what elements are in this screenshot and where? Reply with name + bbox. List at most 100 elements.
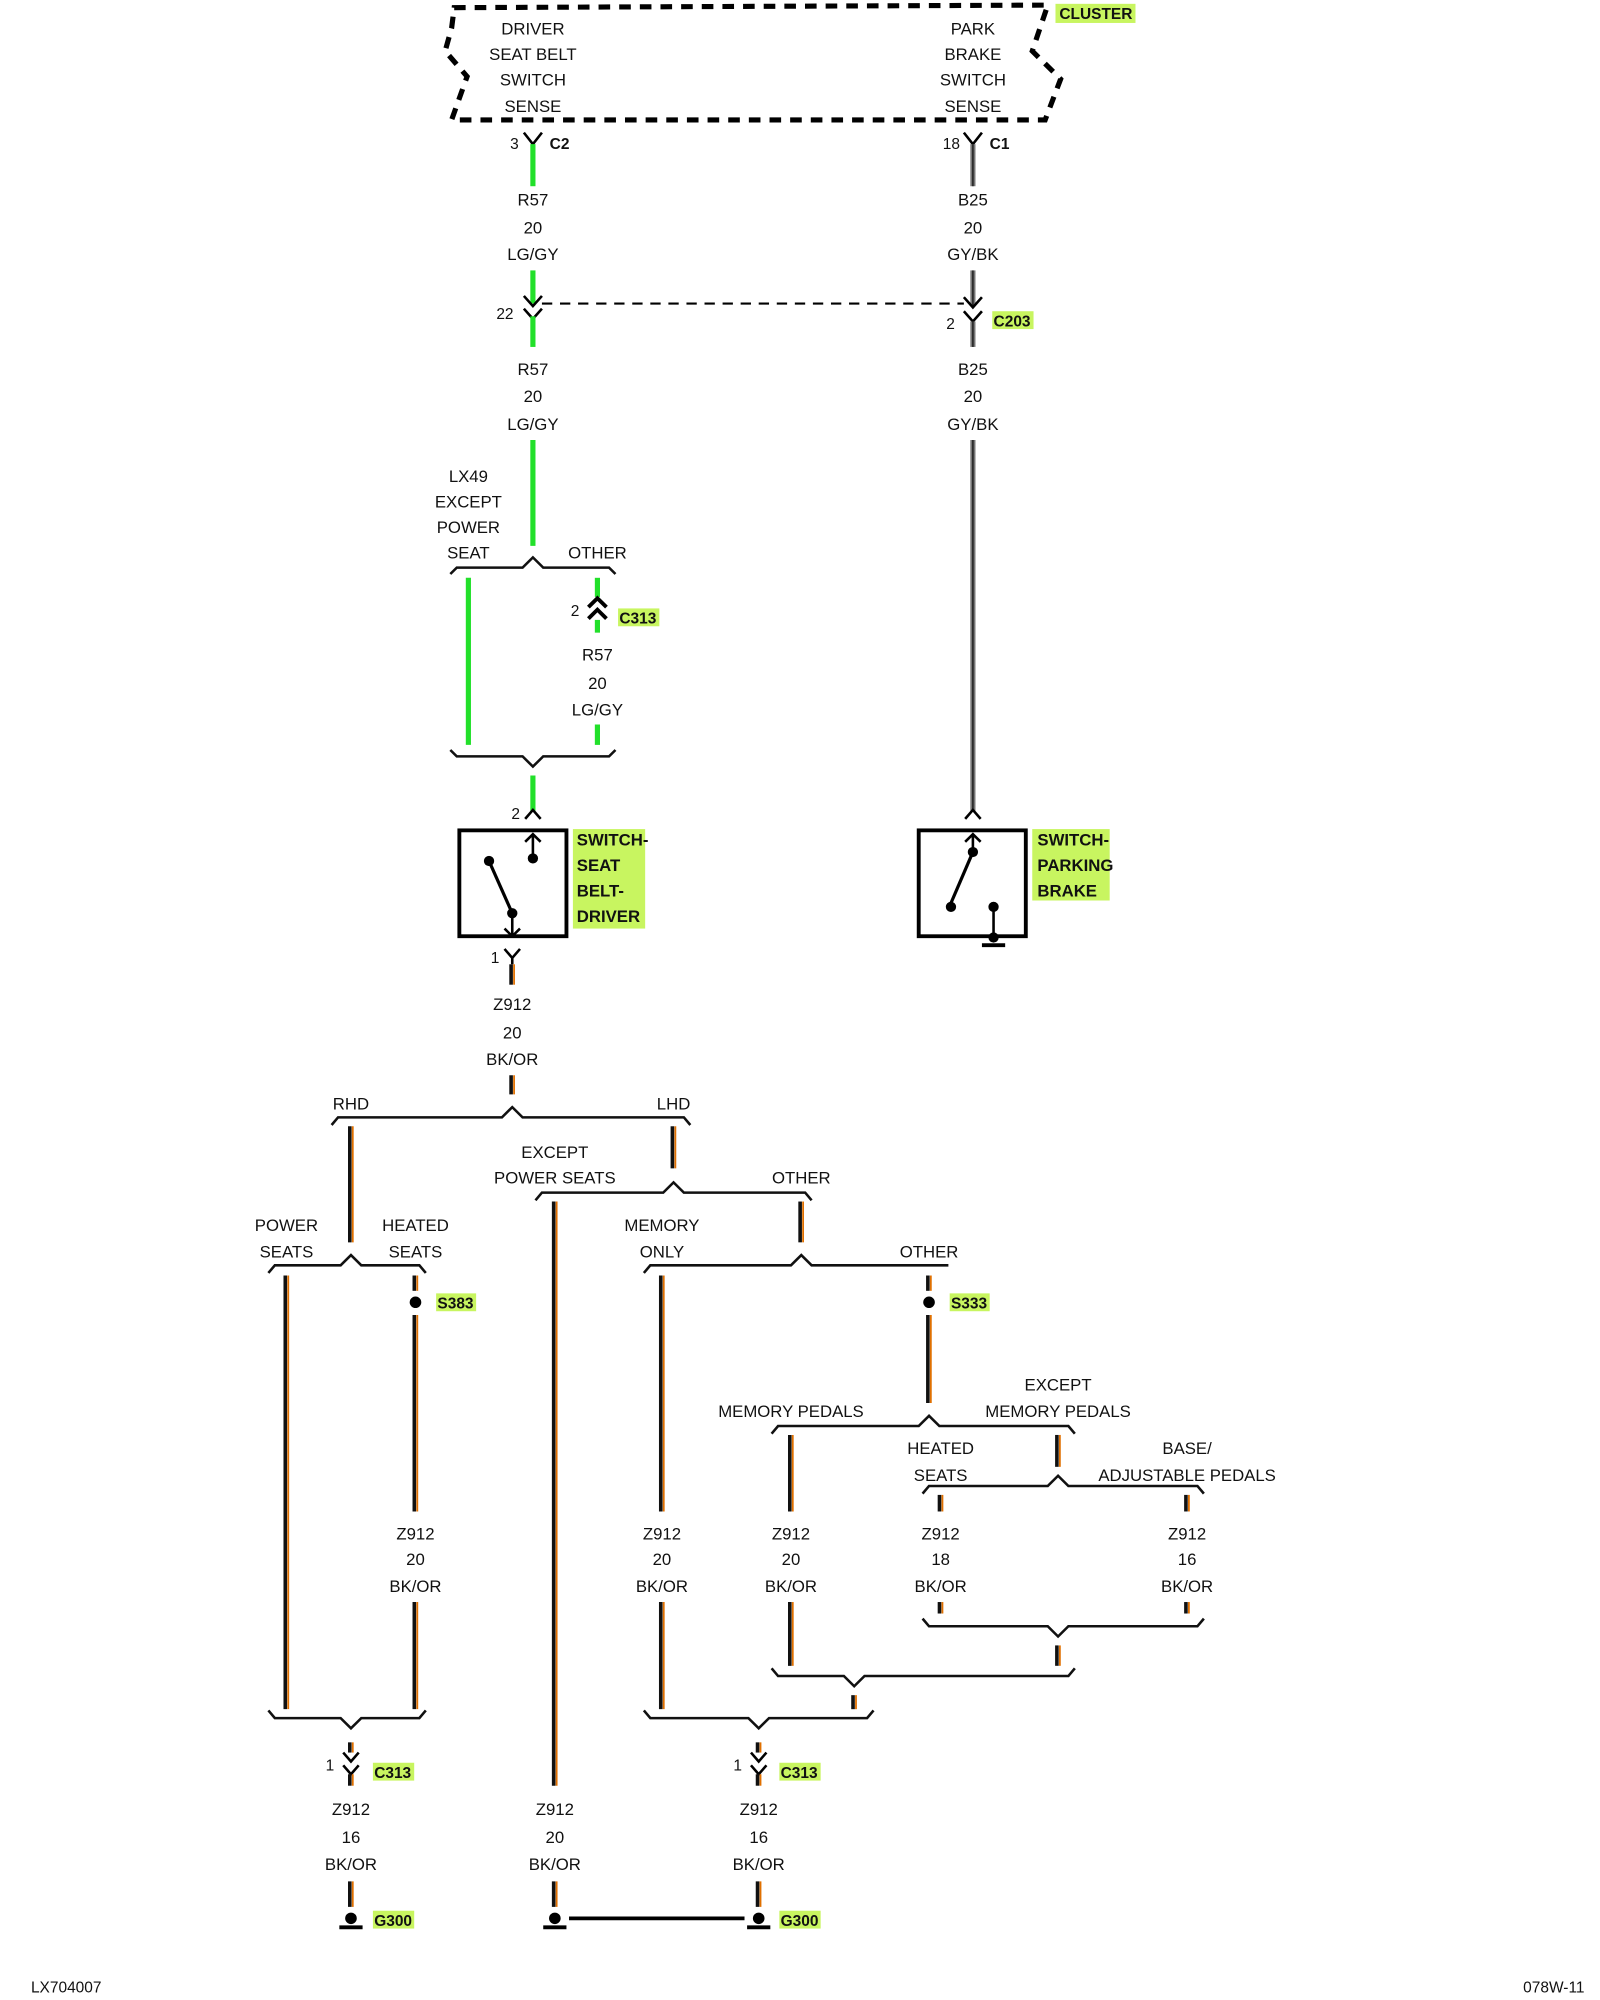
branch-label-lhd: LHD xyxy=(657,1095,691,1114)
switch-seat-belt-label: SWITCH- xyxy=(577,831,649,850)
wire-label-gauge: 20 xyxy=(588,674,607,693)
switch-parking-label: PARKING xyxy=(1037,856,1113,875)
ground-icon xyxy=(345,1912,357,1925)
switch-seat-belt-label: DRIVER xyxy=(577,907,640,926)
branch-label: SEATS xyxy=(914,1466,968,1485)
wire-label-gauge: 20 xyxy=(524,219,543,238)
s333-highlight xyxy=(949,1293,990,1312)
brace-rhd-lhd xyxy=(330,1105,692,1126)
wire-label-gauge: 20 xyxy=(653,1550,672,1569)
switch-seat-belt-label: BELT- xyxy=(577,882,624,901)
wire-label-circuit: Z912 xyxy=(1168,1525,1206,1544)
connector-c313-left-icon xyxy=(342,1751,360,1777)
wire-label-color: LG/GY xyxy=(572,701,623,720)
cluster-left-line2: SEAT BELT xyxy=(489,45,577,64)
ground-icon xyxy=(549,1912,561,1925)
ground-g300-right-label: G300 xyxy=(781,1913,819,1930)
splice-s333-label: S333 xyxy=(951,1296,987,1313)
switch-blade-icon xyxy=(949,851,975,904)
switch-parking-label: SWITCH- xyxy=(1037,831,1109,850)
park-brake-circuit: 18 C1 B25 20 GY/BK 2 C203 B25 20 GY/BK xyxy=(916,131,1114,948)
ground-dot-icon xyxy=(988,932,999,943)
branch-label-other: OTHER xyxy=(568,544,627,563)
branch-label: POWER SEATS xyxy=(494,1169,616,1188)
cluster-right-line1: PARK xyxy=(951,20,995,39)
wire-label-gauge: 20 xyxy=(503,1023,522,1042)
wire-label-gauge: 20 xyxy=(524,387,543,406)
splice-s383-icon xyxy=(409,1296,422,1309)
switch-contact-icon xyxy=(527,853,539,864)
connector-c203-right-icon xyxy=(962,296,983,324)
wire-label-color: GY/BK xyxy=(947,415,998,434)
connector-c313-top-label: C313 xyxy=(619,611,656,628)
connector-c313-right-label: C313 xyxy=(781,1765,818,1782)
wire-label-color: BK/OR xyxy=(915,1577,967,1596)
branch-label-except: EXCEPT xyxy=(435,493,502,512)
switch-parking-pin-icon xyxy=(964,807,982,820)
pin-switch-bottom: 1 xyxy=(491,950,500,967)
bk-or-wires xyxy=(283,964,1190,1907)
pin-c313-top: 2 xyxy=(571,603,580,620)
switch-pin2-icon xyxy=(524,807,542,820)
option-brace-top xyxy=(449,555,617,575)
cluster-outline xyxy=(442,2,1064,123)
pin-switch-top: 2 xyxy=(511,806,520,823)
brace-join-lhd xyxy=(642,1709,875,1731)
connector-c2-label: C2 xyxy=(550,136,570,153)
branch-label-lx49: LX49 xyxy=(449,467,488,486)
switch-seat-belt-highlight xyxy=(572,829,646,929)
branch-label: MEMORY xyxy=(624,1216,699,1235)
g300-right-highlight xyxy=(779,1910,821,1929)
branch-label-rhd: RHD xyxy=(333,1095,369,1114)
wire-label-circuit: Z912 xyxy=(772,1525,810,1544)
wire-label-gauge: 20 xyxy=(406,1550,425,1569)
branch-label: OTHER xyxy=(900,1243,959,1262)
wire-label-circuit: Z912 xyxy=(740,1800,778,1819)
wire-label-color: BK/OR xyxy=(1161,1577,1213,1596)
connector-c1-icon xyxy=(962,131,983,147)
branch-label: MEMORY PEDALS xyxy=(718,1402,864,1421)
branch-label: EXCEPT xyxy=(1025,1375,1092,1394)
pin-c203-left: 22 xyxy=(496,306,513,323)
wire-label-color: BK/OR xyxy=(733,1855,785,1874)
switch-parking-label: BRAKE xyxy=(1037,882,1097,901)
branch-label: HEATED xyxy=(382,1216,449,1235)
wire-label-circuit: Z912 xyxy=(493,995,531,1014)
switch-box xyxy=(916,828,1028,939)
wire-label-circuit: R57 xyxy=(582,646,613,665)
connector-c313-top-icon xyxy=(587,595,608,620)
brace-lhd xyxy=(534,1180,813,1202)
switch-parking-brake[interactable]: SWITCH- PARKING BRAKE xyxy=(916,828,1114,948)
branch-label: OTHER xyxy=(772,1169,831,1188)
option-brace-bottom xyxy=(449,749,617,769)
ground-middle xyxy=(543,1912,567,1930)
wire-label-color: LG/GY xyxy=(507,245,558,264)
cluster-right-line2: BRAKE xyxy=(945,45,1002,64)
wire-label-circuit: R57 xyxy=(518,360,549,379)
wire-label-color: BK/OR xyxy=(636,1577,688,1596)
s383-highlight xyxy=(436,1293,477,1312)
wire-label-color: BK/OR xyxy=(389,1577,441,1596)
switch-contact-icon xyxy=(945,901,957,912)
g300-left-highlight xyxy=(372,1910,415,1929)
pin-c203-right: 2 xyxy=(946,316,955,333)
cluster-highlight xyxy=(1055,3,1136,23)
switch-seat-belt-driver[interactable]: SWITCH- SEAT BELT- DRIVER xyxy=(457,828,649,939)
branch-label: SEATS xyxy=(260,1243,314,1262)
branch-label: SEATS xyxy=(389,1243,443,1262)
cluster-label: CLUSTER xyxy=(1059,6,1132,23)
branch-label-power: POWER xyxy=(437,518,500,537)
wire-label-color: BK/OR xyxy=(765,1577,817,1596)
brace-s333 xyxy=(770,1414,1076,1435)
cluster-right-line4: SENSE xyxy=(945,97,1002,116)
pin-c1: 18 xyxy=(943,136,960,153)
wire-label-gauge: 16 xyxy=(1178,1550,1197,1569)
wire-label-circuit: Z912 xyxy=(396,1525,434,1544)
branch-label: ADJUSTABLE PEDALS xyxy=(1098,1466,1276,1485)
wire-label-gauge: 20 xyxy=(782,1550,801,1569)
cluster-left-line3: SWITCH xyxy=(500,71,566,90)
branch-label: HEATED xyxy=(907,1439,974,1458)
c203-highlight xyxy=(992,311,1034,330)
wire-label-gauge: 18 xyxy=(931,1550,950,1569)
